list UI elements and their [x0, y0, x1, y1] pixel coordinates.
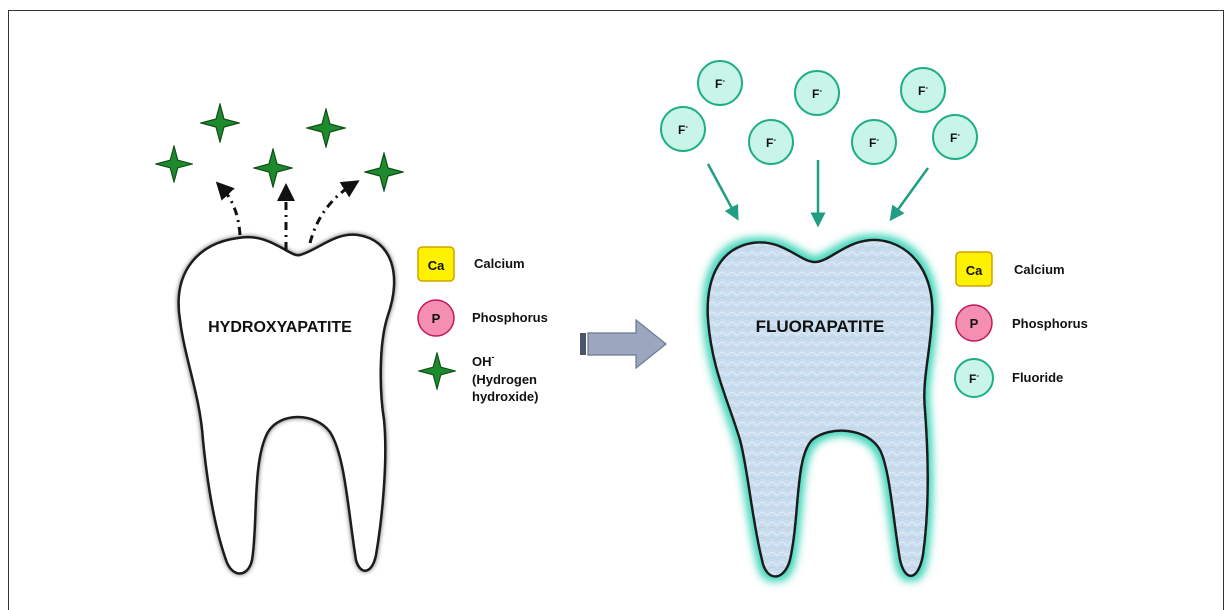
- transformation-arrow: [580, 320, 666, 368]
- hydroxyapatite-tooth: [179, 235, 394, 574]
- dashed-arrow-left: [222, 188, 240, 235]
- fluoride-ion: F-: [852, 120, 896, 164]
- hydroxide-star-icon: [419, 353, 455, 389]
- teal-arrow-right: [894, 168, 928, 215]
- calcium-label: Calcium: [474, 256, 525, 271]
- phosphorus-label: Phosphorus: [1012, 316, 1088, 331]
- hydroxide-star-icon: [254, 149, 292, 187]
- calcium-symbol: Ca: [966, 263, 983, 278]
- hydroxide-star-icon: [156, 146, 192, 182]
- hydroxide-symbol: OH: [472, 354, 492, 369]
- hydroxide-name-line1: (Hydrogen: [472, 372, 537, 387]
- arrow-body: [588, 320, 666, 368]
- fluoride-ion: F-: [698, 61, 742, 105]
- fluoride-incoming-arrows: [708, 160, 928, 220]
- fluorapatite-title: FLUORAPATITE: [756, 317, 885, 336]
- fluoride-ion: F-: [933, 115, 977, 159]
- left-legend: Ca Calcium P Phosphorus OH- (Hydrogen hy…: [418, 247, 548, 404]
- calcium-label: Calcium: [1014, 262, 1065, 277]
- hydroxide-star-icon: [365, 153, 403, 191]
- teal-arrow-left: [708, 164, 735, 214]
- fluoride-ion: F-: [749, 120, 793, 164]
- right-legend: Ca Calcium P Phosphorus F- Fluoride: [955, 252, 1088, 397]
- phosphorus-symbol: P: [970, 316, 979, 331]
- fluoride-ions: F- F- F- F- F- F- F-: [661, 61, 977, 164]
- fluoride-ion: F-: [901, 68, 945, 112]
- hydroxide-label: OH-: [472, 352, 495, 369]
- calcium-symbol: Ca: [428, 258, 445, 273]
- tooth-outline-right: [708, 240, 933, 577]
- fluoride-ion: F-: [795, 71, 839, 115]
- hydroxide-star-icon: [307, 109, 345, 147]
- fluoride-label: Fluoride: [1012, 370, 1063, 385]
- fluoride-ion: F-: [661, 107, 705, 151]
- phosphorus-label: Phosphorus: [472, 310, 548, 325]
- hydroxide-sup: -: [492, 352, 495, 362]
- hydroxide-name-line2: hydroxide): [472, 389, 538, 404]
- arrow-tail-mark: [580, 333, 586, 355]
- tooth-outline-left: [179, 235, 394, 574]
- hydroxyapatite-title: HYDROXYAPATITE: [208, 319, 352, 336]
- phosphorus-symbol: P: [432, 311, 441, 326]
- hydroxide-star-icon: [201, 104, 239, 142]
- fluorapatite-tooth: [708, 240, 933, 577]
